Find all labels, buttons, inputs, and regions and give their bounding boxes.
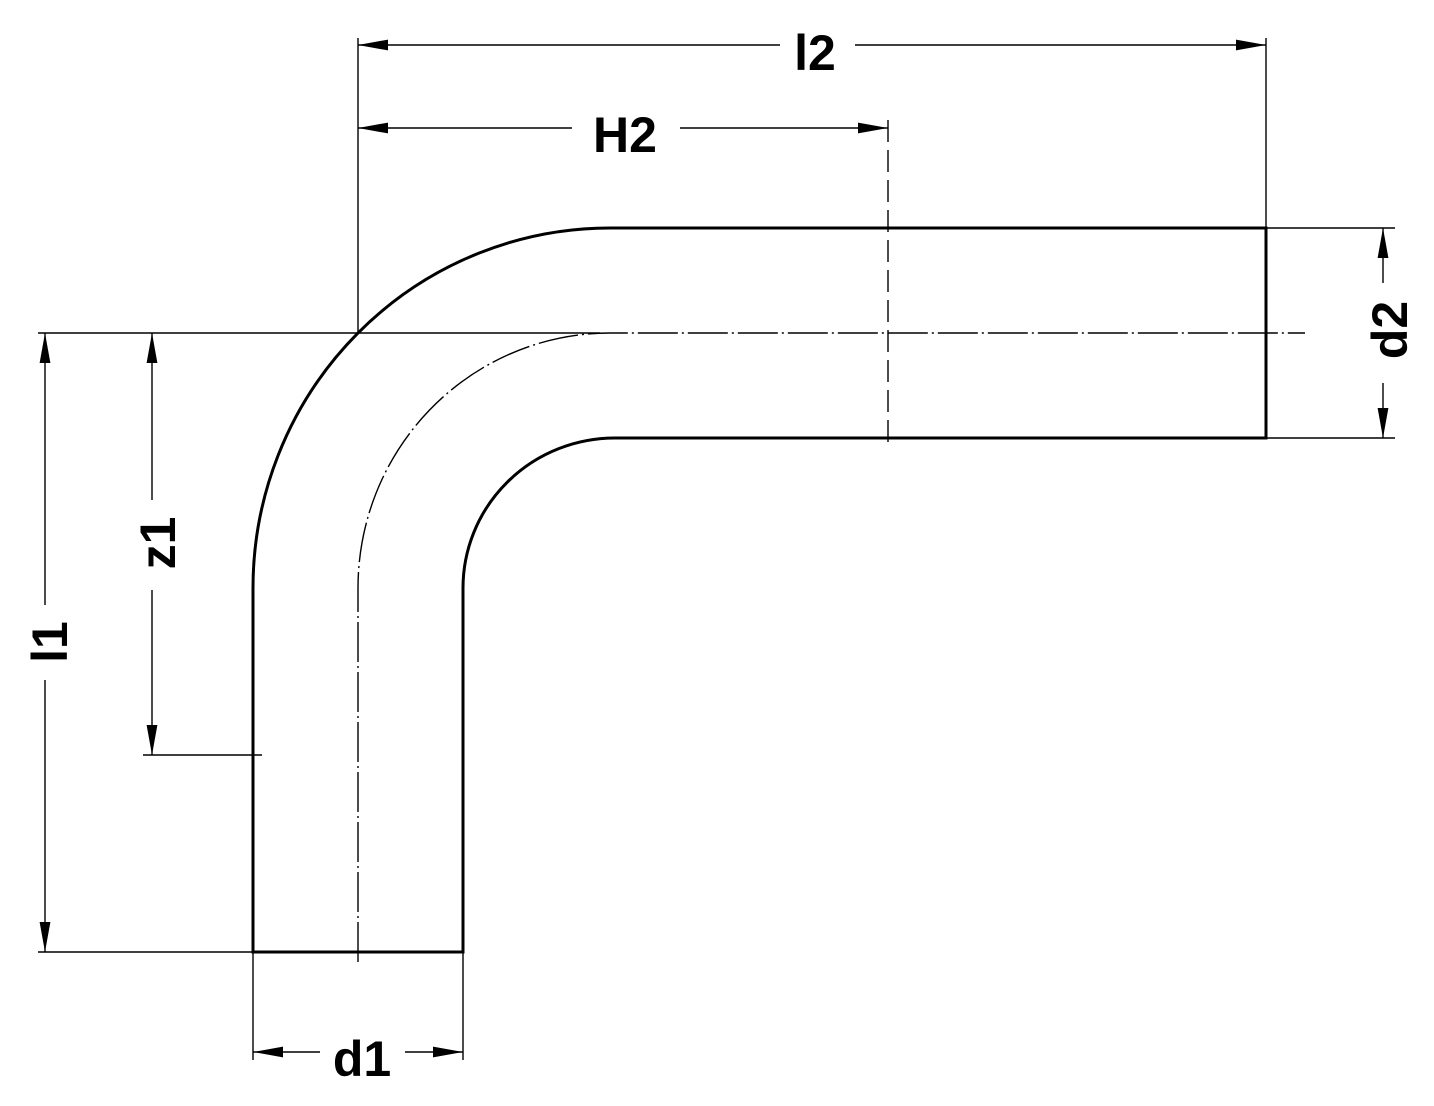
centerline	[357, 332, 1305, 962]
dimension-label-l1: l1	[22, 621, 78, 663]
dimension-z1: z1	[130, 333, 186, 755]
dimension-label-l2: l2	[794, 25, 836, 81]
dimension-d2: d2	[1362, 228, 1418, 438]
dimension-l1: l1	[22, 333, 78, 952]
dimension-label-d2: d2	[1362, 301, 1418, 359]
dimension-label-z1: z1	[130, 517, 186, 570]
dimension-h2: H2	[358, 107, 888, 163]
dimension-label-h2: H2	[593, 107, 657, 163]
pipe-outline	[251, 226, 1268, 954]
dimension-l2: l2	[358, 25, 1266, 81]
dimension-label-d1: d1	[333, 1031, 391, 1087]
dimension-d1: d1	[253, 1031, 463, 1087]
